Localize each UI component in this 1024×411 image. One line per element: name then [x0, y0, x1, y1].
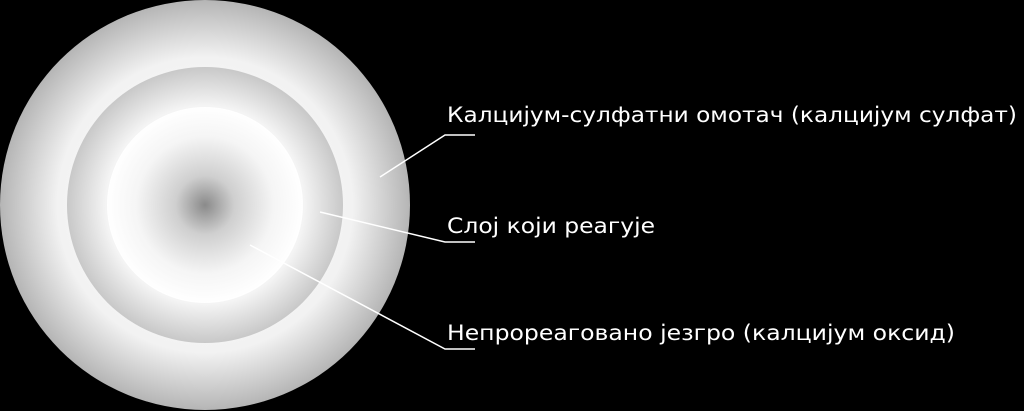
unreacted-core [107, 107, 303, 303]
core-leader-line [249, 244, 475, 350]
reacting-layer-label: Слој који реагује [447, 214, 655, 238]
core-label: Непрореаговано језгро (калцијум оксид) [447, 321, 955, 345]
shell-leader-line [379, 134, 475, 178]
shell-label: Калцијум-сулфатни омотач (калцијум сулфа… [447, 103, 1017, 127]
reacting-layer-leader-line [319, 211, 475, 243]
